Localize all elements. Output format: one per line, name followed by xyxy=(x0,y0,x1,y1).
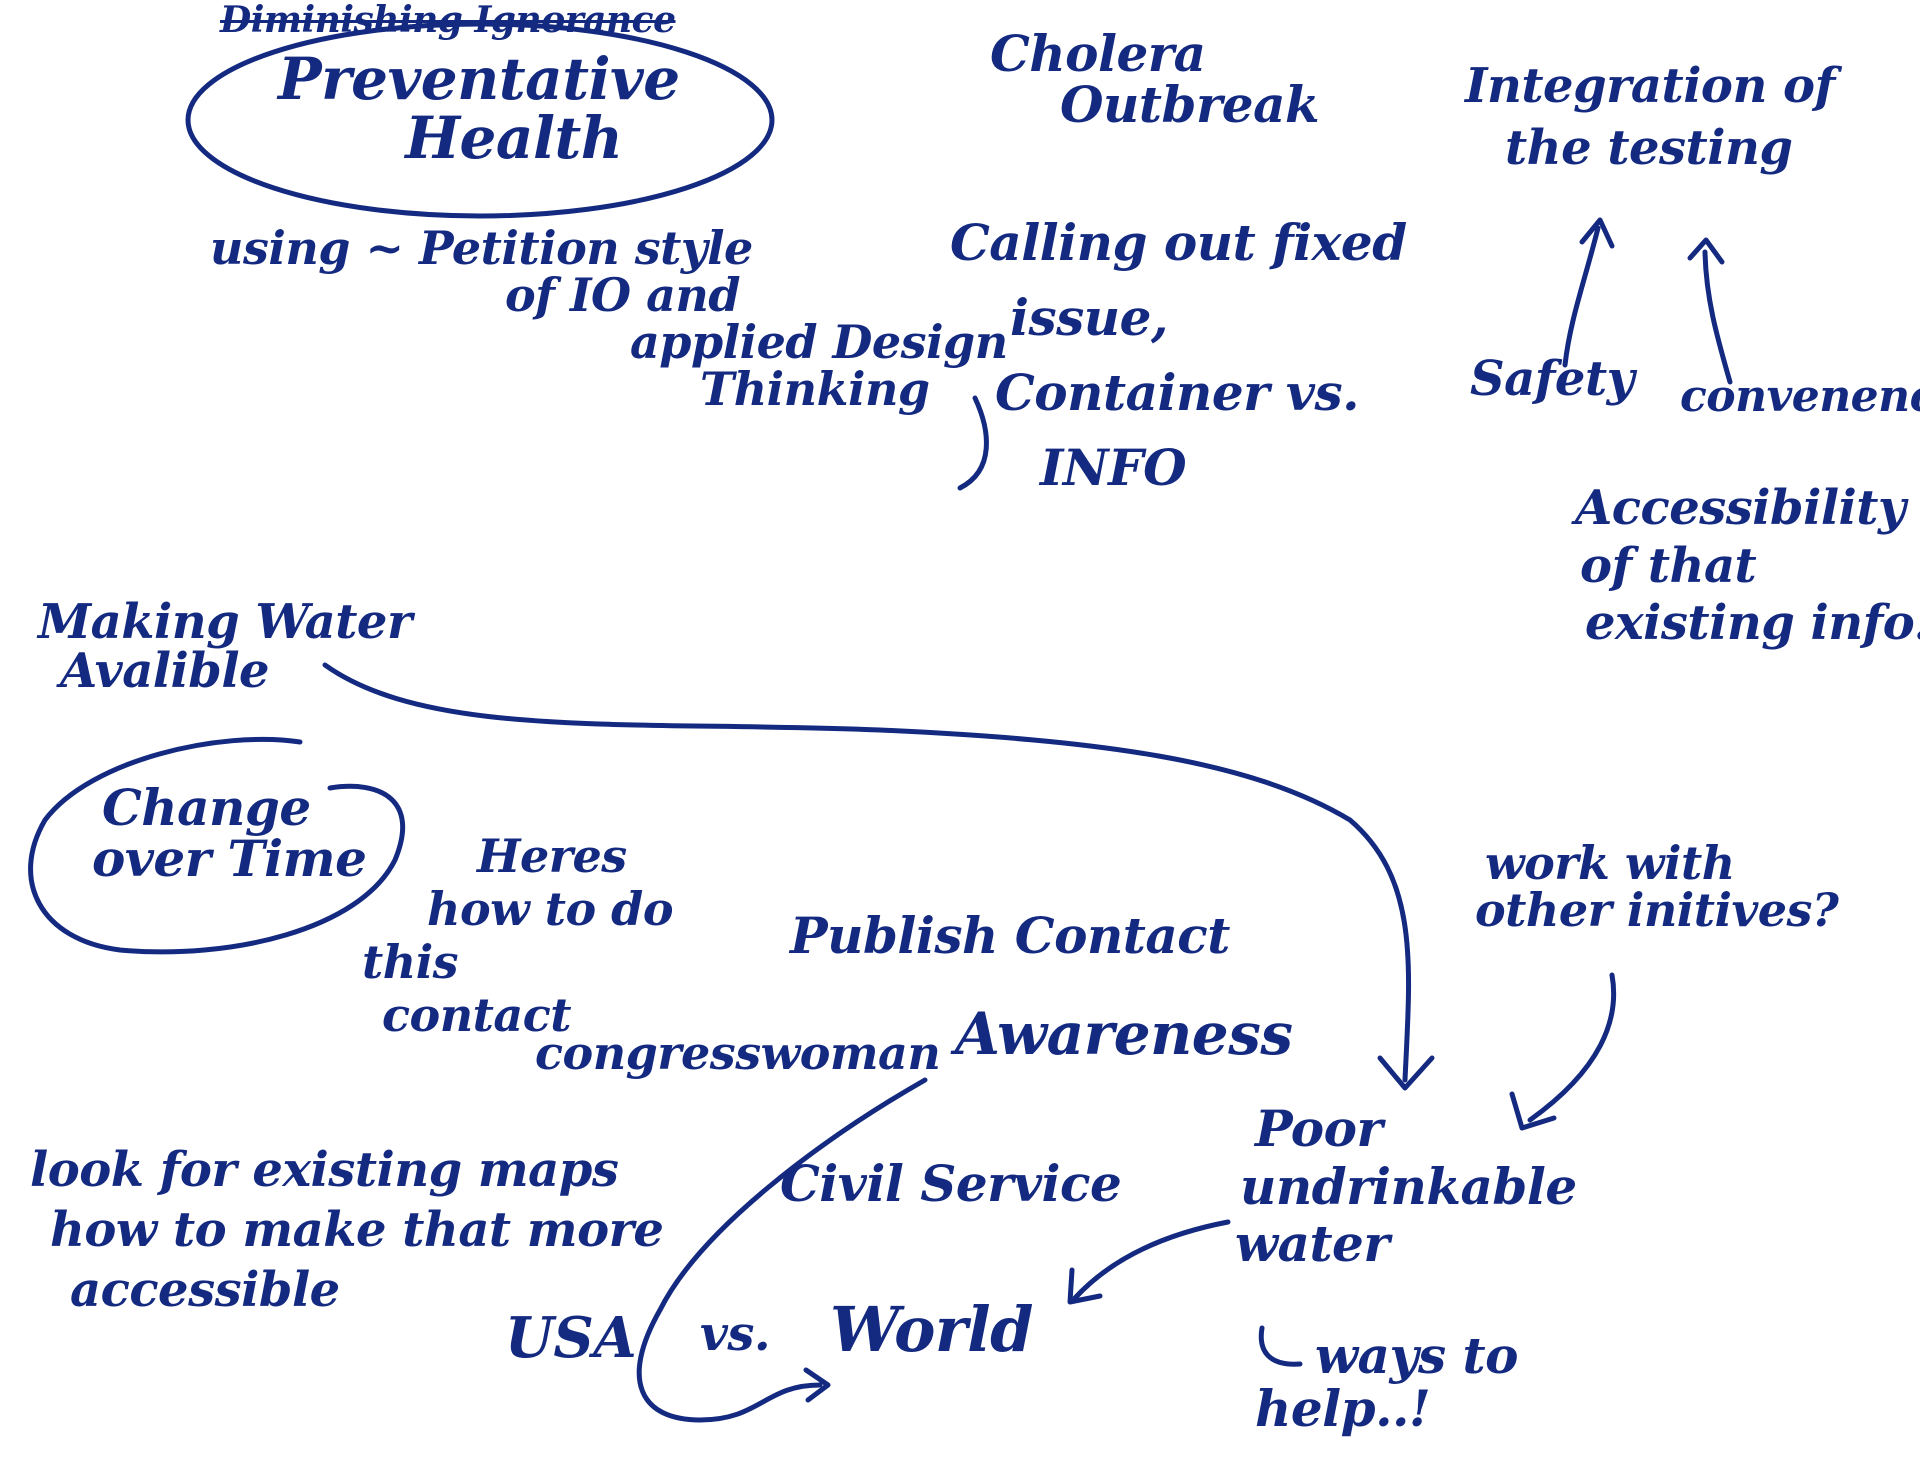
publish-text: Publish Contact xyxy=(790,906,1230,965)
water-line2: Avalible xyxy=(60,642,270,699)
poor-line2: undrinkable xyxy=(1240,1156,1577,1216)
heres-line2: how to do xyxy=(427,881,674,936)
convenience-arrowhead xyxy=(1687,237,1725,265)
awareness-note: Awareness xyxy=(955,1004,1293,1064)
petition-line2: of IO and xyxy=(505,267,741,322)
thinking-bracket xyxy=(957,395,989,491)
poor-to-world-arrow xyxy=(1072,1219,1231,1301)
heres-line3: this xyxy=(362,934,459,989)
change-note: Change over Time xyxy=(92,778,367,888)
congresswoman-note: congresswoman xyxy=(535,1030,941,1077)
congresswoman-text: congresswoman xyxy=(535,1026,941,1080)
preventative-line2: Health xyxy=(405,104,623,173)
cholera-line2: Outbreak xyxy=(1060,75,1320,134)
look-line3: accessible xyxy=(70,1262,340,1318)
awareness-text: Awareness xyxy=(955,1000,1293,1068)
calling-note: Calling out fixed issue, Container vs. I… xyxy=(950,205,1407,505)
publish-note: Publish Contact xyxy=(790,910,1230,961)
safety-arrow xyxy=(1562,225,1601,368)
petition-line1: using ~ Petition style xyxy=(210,221,753,275)
ways-line2: help..! xyxy=(1255,1378,1431,1438)
work-arrowhead xyxy=(1509,1091,1557,1131)
civil-text: Civil Service xyxy=(780,1154,1122,1213)
water-note: Making Water Avalible xyxy=(38,598,412,696)
world-note: World xyxy=(830,1298,1034,1361)
accessibility-line2: of that xyxy=(1580,537,1757,594)
vs-text: vs. xyxy=(700,1306,771,1362)
safety-text: Safety xyxy=(1470,351,1635,407)
look-line2: how to make that more xyxy=(50,1202,664,1258)
preventative-health-note: Preventative Health xyxy=(278,45,680,173)
world-text: World xyxy=(830,1293,1034,1366)
water-to-poor-arrowhead xyxy=(1377,1055,1435,1091)
poor-note: Poor undrinkable water xyxy=(1235,1100,1577,1273)
convenience-arrow xyxy=(1702,249,1733,385)
work-line1: work with xyxy=(1485,836,1735,890)
ways-line1: ways to xyxy=(1315,1326,1519,1385)
usa-text: USA xyxy=(505,1305,637,1371)
preventative-circle xyxy=(185,21,775,219)
change-line1: Change xyxy=(102,778,311,837)
safety-note: Safety xyxy=(1470,355,1635,404)
cholera-note: Cholera Outbreak xyxy=(990,24,1320,134)
awareness-to-world-arrowhead xyxy=(803,1367,831,1403)
heres-line1: Heres xyxy=(477,829,627,883)
petition-line3: applied Design xyxy=(630,314,1008,369)
civil-note: Civil Service xyxy=(780,1158,1122,1209)
usa-note: USA xyxy=(505,1309,637,1367)
poor-line3: water xyxy=(1235,1214,1390,1273)
vs-note: vs. xyxy=(700,1310,771,1359)
accessibility-note: Accessibility of that existing info. xyxy=(1575,480,1920,653)
poor-line1: Poor xyxy=(1255,1099,1383,1158)
integration-line1: Integration of xyxy=(1465,58,1835,114)
work-arrow xyxy=(1527,972,1617,1123)
calling-line4: INFO xyxy=(1040,438,1187,497)
calling-line2: issue, xyxy=(1010,288,1168,347)
change-circle xyxy=(28,736,406,955)
look-line1: look for existing maps xyxy=(30,1142,619,1198)
ways-note: ways to help..! xyxy=(1255,1326,1519,1438)
accessibility-line3: existing info. xyxy=(1585,595,1920,652)
heres-note: Heres how to do this contact xyxy=(362,829,674,1042)
awareness-to-world-arrow xyxy=(636,1077,928,1423)
work-note: work with other initives? xyxy=(1475,836,1839,937)
ways-hook xyxy=(1258,1325,1303,1367)
convenience-text: convenence xyxy=(1680,371,1920,422)
petition-line4: Thinking xyxy=(700,361,930,416)
work-line2: other initives? xyxy=(1475,882,1839,937)
look-note: look for existing maps how to make that … xyxy=(30,1140,664,1320)
poor-to-world-arrowhead xyxy=(1067,1267,1103,1305)
convenience-note: convenence xyxy=(1680,374,1920,420)
safety-arrowhead xyxy=(1579,217,1615,249)
heres-line4: contact xyxy=(382,987,571,1042)
cholera-line1: Cholera xyxy=(990,24,1206,83)
petition-note: using ~ Petition style of IO and applied… xyxy=(210,225,1008,413)
calling-line3: Container vs. xyxy=(995,363,1360,422)
accessibility-line1: Accessibility xyxy=(1575,480,1906,536)
preventative-line1: Preventative xyxy=(278,45,680,113)
water-to-poor-arrow xyxy=(322,662,1412,1083)
integration-line2: the testing xyxy=(1505,120,1793,177)
crossed-out-heading: Diminishing Ignorance xyxy=(220,2,676,39)
change-line2: over Time xyxy=(92,829,367,888)
crossed-out-text: Diminishing Ignorance xyxy=(220,0,676,41)
calling-line1: Calling out fixed xyxy=(950,213,1407,272)
integration-note: Integration of the testing xyxy=(1465,55,1835,180)
water-line1: Making Water xyxy=(38,594,412,650)
